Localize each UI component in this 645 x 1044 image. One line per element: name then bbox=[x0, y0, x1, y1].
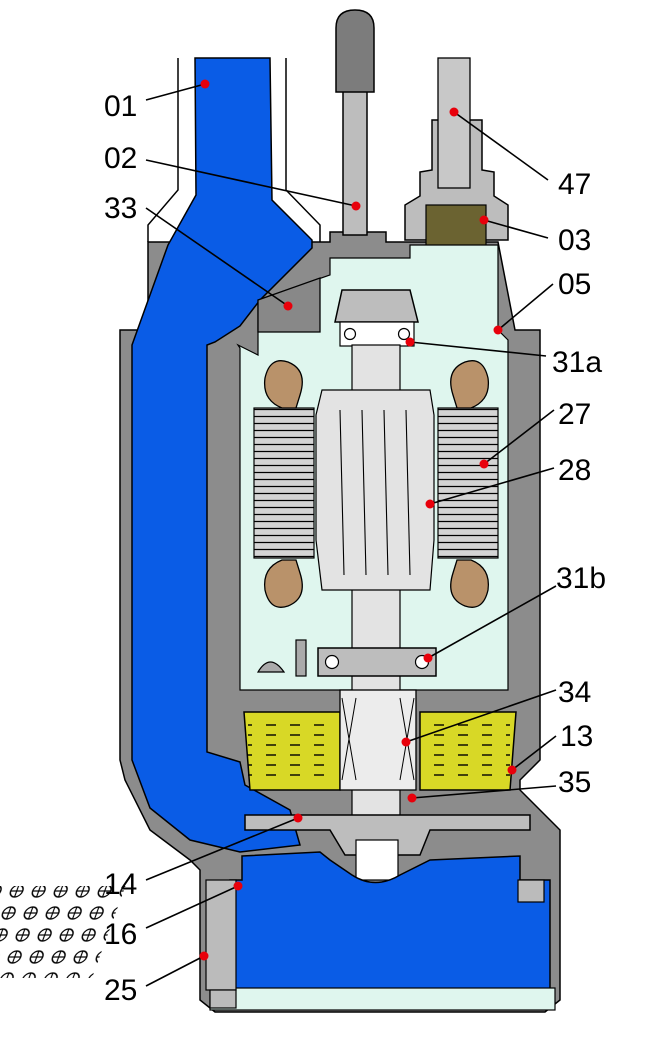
impeller bbox=[244, 814, 531, 856]
callout-34: 34 bbox=[401, 676, 591, 747]
handle-grip bbox=[335, 9, 375, 93]
marker-31a bbox=[405, 337, 415, 347]
label-35: 35 bbox=[558, 766, 591, 799]
label-33: 33 bbox=[104, 192, 137, 225]
bolt-nut-bottom bbox=[209, 989, 237, 1009]
bolt-head bbox=[256, 661, 286, 673]
rotor bbox=[315, 389, 435, 591]
annotations: 01 02 33 47 03 05 bbox=[104, 79, 606, 1007]
upper-bearing-housing bbox=[334, 289, 419, 323]
marker-47 bbox=[449, 107, 459, 117]
marker-14 bbox=[293, 813, 303, 823]
marker-13 bbox=[507, 765, 517, 775]
marker-03 bbox=[479, 215, 489, 225]
cable bbox=[437, 57, 471, 189]
callout-16: 16 bbox=[104, 881, 243, 951]
callout-31b: 31b bbox=[423, 562, 606, 663]
label-34: 34 bbox=[558, 676, 591, 709]
marker-28 bbox=[425, 499, 435, 509]
label-14: 14 bbox=[104, 868, 137, 901]
stand-bolt-right bbox=[517, 879, 545, 903]
marker-25 bbox=[199, 951, 209, 961]
label-01: 01 bbox=[104, 90, 137, 123]
strainer-holes bbox=[0, 886, 126, 978]
coil-end-top-left bbox=[263, 360, 303, 409]
callout-03: 03 bbox=[479, 215, 591, 257]
label-03: 03 bbox=[558, 224, 591, 257]
label-47: 47 bbox=[558, 168, 591, 201]
label-16: 16 bbox=[104, 918, 137, 951]
coil-end-bottom-left bbox=[263, 559, 303, 608]
callout-31a: 31a bbox=[405, 337, 602, 379]
marker-34 bbox=[401, 737, 411, 747]
label-31b: 31b bbox=[556, 562, 606, 595]
label-02: 02 bbox=[104, 142, 137, 175]
callout-35: 35 bbox=[407, 766, 591, 803]
callout-47: 47 bbox=[449, 107, 591, 201]
callout-28: 28 bbox=[425, 454, 591, 509]
callout-01: 01 bbox=[104, 79, 210, 123]
outlet-neck-wall bbox=[147, 58, 321, 242]
label-31a: 31a bbox=[552, 346, 602, 379]
label-28: 28 bbox=[558, 454, 591, 487]
marker-31b bbox=[423, 653, 433, 663]
coil-end-bottom-right bbox=[450, 559, 490, 608]
impeller-hub bbox=[355, 839, 399, 881]
upper-bearing-ball-left bbox=[343, 327, 357, 341]
stator-winding-right-lines bbox=[438, 408, 498, 558]
stator-winding-left-lines bbox=[254, 408, 314, 558]
callout-33: 33 bbox=[104, 192, 293, 311]
base-plate bbox=[209, 987, 556, 1011]
callout-05: 05 bbox=[493, 268, 591, 335]
pump-illustration bbox=[0, 9, 561, 1013]
marker-05 bbox=[493, 325, 503, 335]
marker-35 bbox=[407, 793, 417, 803]
rotor-bars bbox=[339, 409, 411, 576]
marker-27 bbox=[479, 459, 489, 469]
handle-stem bbox=[342, 89, 368, 236]
oil-chamber-right-lines bbox=[424, 718, 510, 784]
lower-bearing-ball-left bbox=[324, 654, 340, 670]
marker-33 bbox=[283, 301, 293, 311]
label-27: 27 bbox=[558, 398, 591, 431]
callout-02: 02 bbox=[104, 142, 361, 211]
callout-14: 14 bbox=[104, 813, 303, 901]
oil-plug bbox=[295, 639, 307, 677]
coil-end-top-right bbox=[450, 360, 490, 409]
callout-25: 25 bbox=[104, 951, 209, 1007]
label-13: 13 bbox=[560, 720, 593, 753]
seal-crosshatch bbox=[341, 697, 415, 781]
label-05: 05 bbox=[558, 268, 591, 301]
label-25: 25 bbox=[104, 974, 137, 1007]
callout-13: 13 bbox=[507, 720, 593, 775]
marker-01 bbox=[200, 79, 210, 89]
discharge-channel bbox=[131, 57, 313, 853]
upper-bearing-ball-right bbox=[397, 327, 411, 341]
marker-16 bbox=[233, 881, 243, 891]
stand-bolt-left bbox=[205, 879, 237, 991]
marker-02 bbox=[351, 201, 361, 211]
oil-chamber-left-lines bbox=[248, 718, 336, 784]
callout-27: 27 bbox=[479, 398, 591, 469]
